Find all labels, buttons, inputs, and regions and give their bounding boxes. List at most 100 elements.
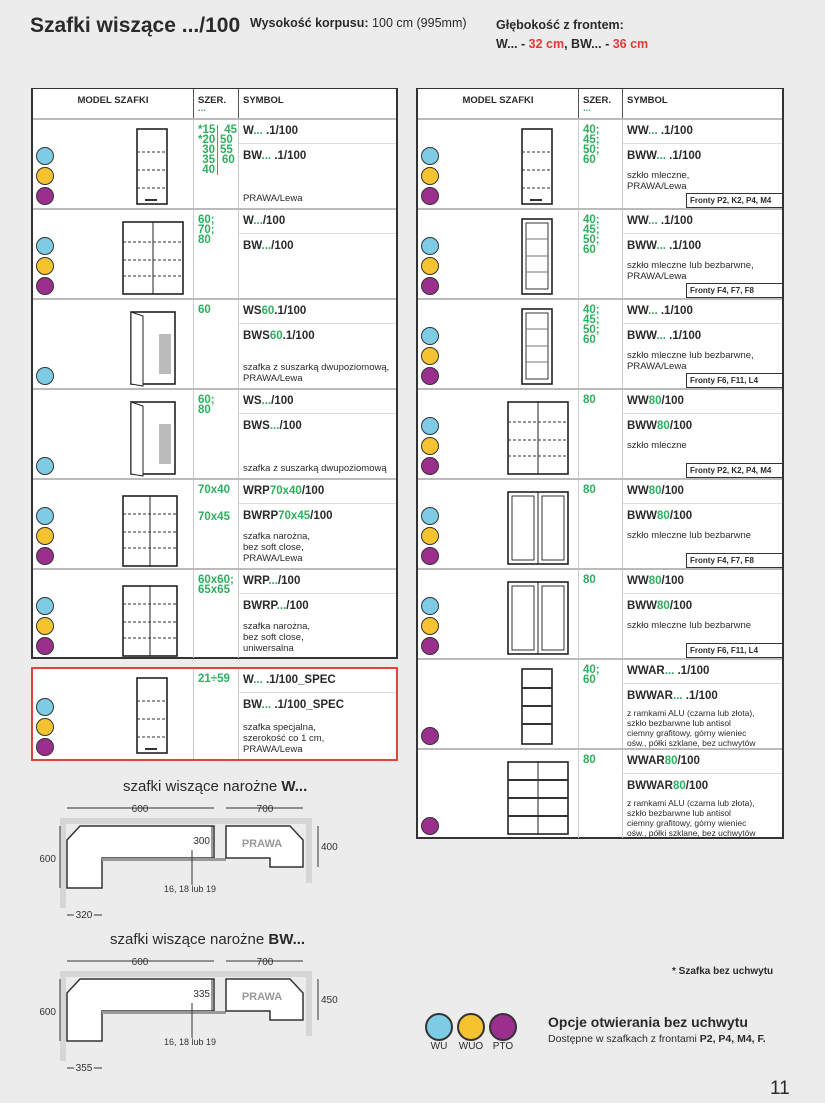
- symbol-segment: .1/100: [657, 305, 693, 317]
- wuo-icon: [421, 347, 439, 365]
- wuo-icon: [36, 527, 54, 545]
- dim-left-depth: 600: [40, 854, 56, 865]
- model-cell: [418, 120, 579, 208]
- symbol-primary: WW80/100: [623, 480, 782, 504]
- model-cell: [418, 570, 579, 658]
- symbol-primary: WW... .1/100: [623, 300, 782, 324]
- width-value: 80: [583, 394, 596, 406]
- symbol-segment: WS: [243, 305, 262, 317]
- symbol-segment: 70x40: [269, 485, 302, 497]
- wuo-icon: [36, 167, 54, 185]
- symbol-segment: .1/100: [665, 330, 702, 342]
- cabinet-drawing: [130, 311, 176, 387]
- symbol-segment: BW: [243, 150, 262, 162]
- symbol-segment: 80: [648, 485, 662, 497]
- pto-icon: [421, 457, 439, 475]
- model-cell: [33, 480, 194, 568]
- symbol-segment: BWRP: [243, 510, 279, 522]
- symbol-segment: ...: [656, 150, 666, 162]
- width-value: 40: [202, 164, 215, 176]
- diagram-title-text: szafki wiszące narożne: [123, 778, 282, 795]
- width-value: 40; 45; 50; 60: [583, 124, 600, 166]
- legend-label: WUO: [458, 1041, 484, 1052]
- symbol-primary: W... .1/100_SPEC: [239, 669, 396, 693]
- width-value: 30: [202, 144, 215, 156]
- symbol-segment: .1/100: [665, 150, 702, 162]
- dim-gap: 335: [193, 989, 210, 1000]
- symbol-segment: ...: [253, 674, 263, 686]
- symbol-segment: .1/100: [657, 215, 693, 227]
- model-cell: [418, 750, 579, 838]
- width-cell: 60; 70; 80: [194, 210, 239, 298]
- pto-icon: [36, 277, 54, 295]
- width-value: 80: [583, 484, 596, 496]
- dim-right-width: 700: [257, 957, 274, 968]
- pto-icon: [36, 738, 54, 756]
- legend-label: WU: [430, 1041, 448, 1052]
- symbol-primary: W.../100: [239, 210, 396, 234]
- width-value: 60: [198, 304, 211, 316]
- legend-subtitle: Dostępne w szafkach z frontami P2, P4, M…: [548, 1033, 766, 1045]
- legend-title: Opcje otwierania bez uchwytu: [548, 1014, 748, 1030]
- symbol-segment: BWW: [627, 600, 658, 612]
- dim-right-width: 700: [257, 804, 274, 815]
- symbol-segment: ...: [268, 575, 278, 587]
- cabinet-drawing: [521, 668, 553, 745]
- pto-icon: [421, 547, 439, 565]
- symbol-secondary: BWWAR... .1/100: [623, 684, 782, 702]
- model-cell: [33, 210, 194, 298]
- symbol-segment: /100: [677, 755, 700, 767]
- wu-icon: [36, 237, 54, 255]
- opening-icons: [36, 237, 54, 295]
- dim-left-depth: 600: [40, 1007, 56, 1018]
- dim-thickness: 16, 18 lub 19: [164, 884, 216, 894]
- symbol-note: szkło mleczne lub bezbarwne: [627, 620, 752, 631]
- width-value: 60; 70; 80: [198, 214, 215, 246]
- symbol-segment: 80: [648, 395, 662, 407]
- symbol-segment: .1/100_SPEC: [262, 674, 336, 686]
- cabinet-drawing: [130, 401, 176, 477]
- diagram-title-text: szafki wiszące narożne: [110, 931, 269, 948]
- footnote: * Szafka bez uchwytu: [672, 966, 774, 977]
- width-cell: 80: [579, 570, 623, 658]
- symbol-segment: WRP: [243, 485, 270, 497]
- symbol-note: szkło mleczne lub bezbarwne: [627, 530, 752, 541]
- legend-item-wuo: WUO: [457, 1013, 485, 1052]
- cabinet-drawing: [521, 128, 553, 205]
- symbol-primary: WWAR... .1/100: [623, 660, 782, 684]
- wu-icon: [421, 147, 439, 165]
- opening-icons: [36, 507, 54, 565]
- header-width: SZER....: [579, 89, 623, 118]
- cabinet-drawing: [507, 491, 569, 565]
- width-value: 35: [202, 154, 215, 166]
- symbol-primary: WS.../100: [239, 390, 396, 414]
- symbol-segment: WW: [627, 215, 649, 227]
- symbol-note: szkło mleczne lub bezbarwne, PRAWA/Lewa: [627, 350, 754, 372]
- side-label: PRAWA: [242, 991, 282, 1003]
- symbol-segment: /100: [669, 510, 693, 522]
- symbol-segment: WW: [627, 395, 649, 407]
- symbol-segment: ...: [664, 665, 675, 677]
- symbol-segment: 80: [673, 780, 686, 792]
- symbol-segment: BWW: [627, 420, 658, 432]
- symbol-note: PRAWA/Lewa: [243, 193, 303, 204]
- wu-icon: [36, 507, 54, 525]
- symbol-secondary: BWWAR80/100: [623, 774, 782, 792]
- side-label: PRAWA: [242, 838, 282, 850]
- symbol-primary: WWAR80/100: [623, 750, 782, 774]
- symbol-segment: WS: [243, 395, 262, 407]
- symbol-primary: WS60.1/100: [239, 300, 396, 324]
- symbol-secondary: BWW80/100: [623, 504, 782, 522]
